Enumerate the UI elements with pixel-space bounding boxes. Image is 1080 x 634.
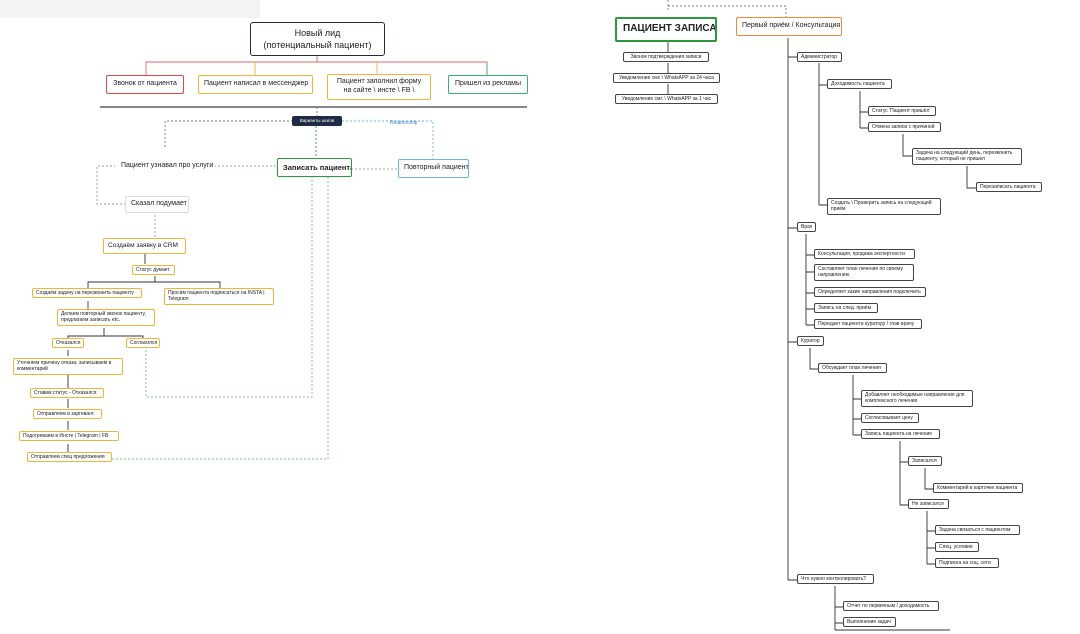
curator-node[interactable]: Куратор <box>797 336 824 347</box>
decide-node[interactable]: Определяет какие направления подключить <box>814 287 926 298</box>
book-patient-node[interactable]: Записать пациента <box>277 158 352 178</box>
repeat-patient-node[interactable]: Повторный пациент <box>398 159 469 178</box>
source-form-node[interactable]: Пациент заполнил форму на сайте \ инсте … <box>327 74 431 100</box>
said-thinking-node[interactable]: Сказал подумает <box>125 196 189 213</box>
next-day-task-node[interactable]: Задача на следующий день, перезвонить па… <box>912 148 1022 165</box>
task-contact-node[interactable]: Задача связаться с пациентом <box>935 525 1020 536</box>
source-call-node[interactable]: Звонок от пациента <box>106 75 184 94</box>
refused-node[interactable]: Отказался <box>52 338 84 349</box>
enrolled-node[interactable]: Записался <box>908 456 942 467</box>
discuss-plan-node[interactable]: Обсуждает план лечения <box>818 363 887 374</box>
status-came-node[interactable]: Статус 'Пациент пришёл' <box>868 106 936 117</box>
sms-1h-node[interactable]: Уведомление смс \ WhatsAPP за 1 час <box>615 94 718 105</box>
admin-node[interactable]: Администратор <box>797 52 842 63</box>
add-directions-node[interactable]: Добавляет необходимые направления для ко… <box>861 390 973 407</box>
status-thinks-node[interactable]: Статус думает <box>132 265 175 276</box>
clarify-reason-node[interactable]: Уточняем причину отказа, записываем в ко… <box>13 358 123 375</box>
handover-node[interactable]: Передает пациента куратору / глав врачу <box>814 319 922 330</box>
doctor-node[interactable]: Врач <box>797 222 816 233</box>
ask-follow-node[interactable]: Просим пациента подписаться на INSTA | T… <box>164 288 274 305</box>
create-crm-node[interactable]: Создаём заявку в CRM <box>103 238 186 255</box>
control-node[interactable]: Что нужно контролировать? <box>797 574 874 585</box>
task-call-node[interactable]: Создаём задачу на перезвонить пациенту <box>32 288 142 299</box>
learned-services-node[interactable]: Пациент узнавал про услуги <box>115 158 215 175</box>
warmup-node[interactable]: Отправляем в заргевант <box>33 409 102 420</box>
arrival-node[interactable]: Доходимость пациента <box>827 79 892 90</box>
next-reception-node[interactable]: Запись на след. приём <box>814 303 878 314</box>
relationship-label: Relationship <box>390 120 418 126</box>
agreed-node[interactable]: Согласился <box>126 338 160 349</box>
source-ads-node[interactable]: Пришел из рекламы <box>448 75 528 94</box>
consult-node[interactable]: Консультация, продажа экспертности <box>814 249 915 260</box>
special-terms-node[interactable]: Спец. условия <box>935 542 979 553</box>
confirm-call-node[interactable]: Звонок подтверждения записи <box>623 52 709 63</box>
new-lead-node[interactable]: Новый лид (потенциальный пациент) <box>250 22 385 56</box>
plan-node[interactable]: Составляет план лечения по своему направ… <box>814 264 914 281</box>
special-offers-node[interactable]: Отправляем спец предложения <box>27 452 112 463</box>
source-messenger-node[interactable]: Пациент написал в мессенджер <box>198 75 313 94</box>
subscribe-node[interactable]: Подписка на соц. сети <box>935 558 999 569</box>
report-node[interactable]: Отчет по первичным / доходимость <box>843 601 939 612</box>
patient-scheduled-node[interactable]: ПАЦИЕНТ ЗАПИСАН <box>615 17 717 42</box>
card-comment-node[interactable]: Комментарий в карточке пациента <box>933 483 1023 494</box>
sms-24h-node[interactable]: Уведомление смс \ WhatsAPP за 24 часа <box>613 73 720 84</box>
rebook-node[interactable]: Перезаписать пациента <box>976 182 1042 193</box>
tasks-node[interactable]: Выполнение задач <box>843 617 896 628</box>
enroll-node[interactable]: Запись пациента на лечение <box>861 429 940 440</box>
create-check-node[interactable]: Создать \ Проверить запись на следующий … <box>827 198 941 215</box>
not-enrolled-node[interactable]: Не записался <box>908 499 949 510</box>
status-refused-node[interactable]: Ставим статус - Отказался <box>30 388 104 399</box>
repeat-call-node[interactable]: Делаем повторный звонок пациенту, предла… <box>57 309 155 326</box>
retarget-node[interactable]: Подогреваем в Инсте | Telegram | FB <box>19 431 119 442</box>
options-node[interactable]: Варианты шагов <box>292 116 342 126</box>
price-node[interactable]: Согласовывает цену <box>861 413 919 424</box>
cancel-reason-node[interactable]: Отмена записи с причиной <box>868 122 941 133</box>
first-visit-node[interactable]: Первый приём / Консультация <box>736 17 842 36</box>
